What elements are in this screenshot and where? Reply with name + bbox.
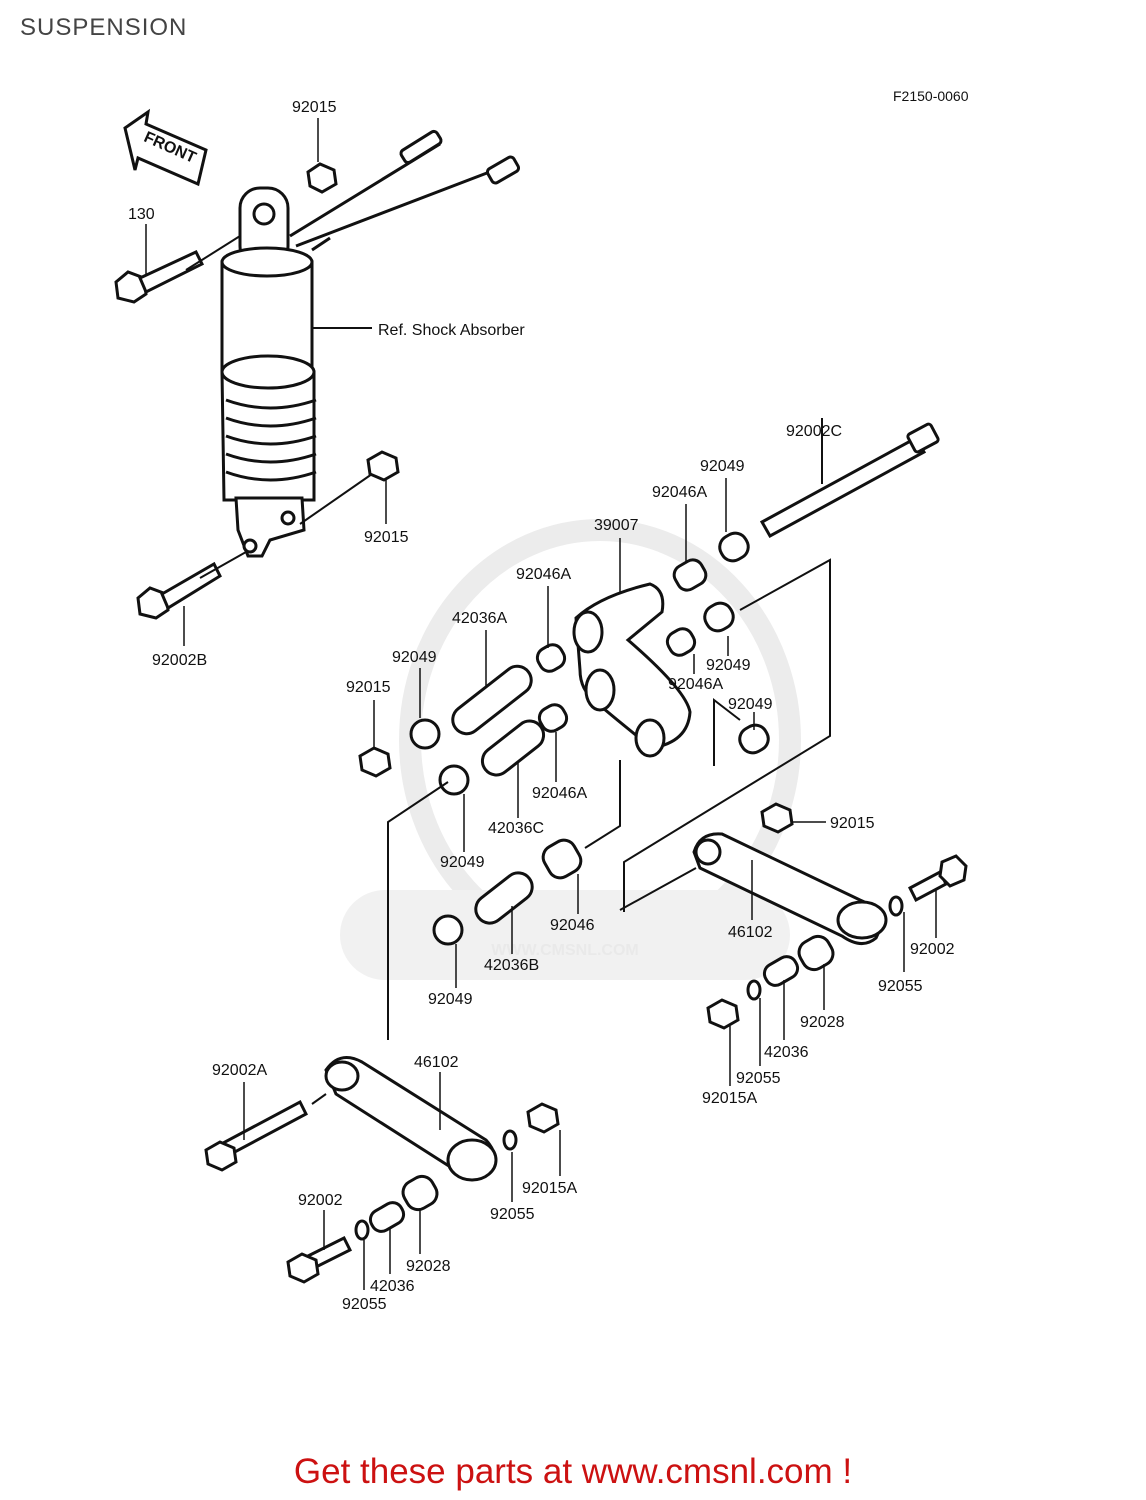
drawing-code: F2150-0060 [893, 88, 969, 104]
callout-92049-left: 92049 [392, 649, 437, 666]
callout-39007: 39007 [594, 517, 639, 534]
callout-46102-right: 46102 [728, 924, 773, 941]
callout-92055-right2: 92055 [736, 1070, 781, 1087]
page-title: SUSPENSION [20, 14, 188, 41]
callout-92049-low: 92049 [428, 991, 473, 1008]
callout-92055-left: 92055 [490, 1206, 535, 1223]
callout-92015-right: 92015 [830, 815, 875, 832]
callout-92046A-mid: 92046A [532, 785, 587, 802]
bolt-92002B-icon [136, 561, 222, 620]
callout-92002-left: 92002 [298, 1192, 343, 1209]
callout-92046A-left: 92046A [516, 566, 571, 583]
callout-92055-right: 92055 [878, 978, 923, 995]
callout-92015-top: 92015 [292, 99, 337, 116]
callout-42036-left: 42036 [370, 1278, 415, 1295]
callout-92015A-left: 92015A [522, 1180, 577, 1197]
assembly-guide-lines [185, 235, 831, 1105]
front-arrow-icon: FRONT [123, 108, 208, 187]
watermark-text: WWW.CMSNL.COM [491, 942, 639, 959]
nut-icons [306, 162, 794, 1134]
tie-rod-46102-left-icon [204, 1056, 498, 1284]
callout-42036C: 42036C [488, 820, 544, 837]
callout-92015-mid: 92015 [364, 529, 409, 546]
callout-92049-r2: 92049 [728, 696, 773, 713]
callout-92002-right: 92002 [910, 941, 955, 958]
callout-92046A-r1: 92046A [668, 676, 723, 693]
callout-92046A-top: 92046A [652, 484, 707, 501]
shock-absorber-icon [220, 129, 521, 558]
callout-92028-left: 92028 [406, 1258, 451, 1275]
bolt-130-icon [114, 250, 205, 304]
callout-92015A-right: 92015A [702, 1090, 757, 1107]
rocker-link-39007-icon [572, 582, 692, 758]
leader-lines [145, 118, 937, 1290]
bushing-icons [354, 531, 904, 1241]
callout-42036A: 42036A [452, 610, 507, 627]
callout-92002C: 92002C [786, 423, 842, 440]
callout-92002B: 92002B [152, 652, 207, 669]
callout-42036B: 42036B [484, 957, 539, 974]
callout-92055-bottom: 92055 [342, 1296, 387, 1313]
callouts: 92015 130 92015 92002B 92002C 92049 9204… [128, 99, 955, 1313]
callout-92015-left: 92015 [346, 679, 391, 696]
callout-46102-left: 46102 [414, 1054, 459, 1071]
long-bolt-92002C-icon [759, 422, 940, 539]
callout-42036-right: 42036 [764, 1044, 809, 1061]
callout-92046: 92046 [550, 917, 595, 934]
callout-92049-r1: 92049 [706, 657, 751, 674]
exploded-parts-diagram: WWW.CMSNL.COM FRONT Ref. Shock Absorber [114, 99, 968, 1313]
callout-92028-right: 92028 [800, 1014, 845, 1031]
footer-cta-link[interactable]: Get these parts at www.cmsnl.com ! [293, 1452, 853, 1491]
callout-92049-top: 92049 [700, 458, 745, 475]
callout-92049-mid: 92049 [440, 854, 485, 871]
watermark: WWW.CMSNL.COM [340, 519, 801, 980]
reference-label: Ref. Shock Absorber [378, 322, 525, 339]
callout-130: 130 [128, 206, 155, 223]
tie-rod-46102-right-icon [692, 832, 968, 945]
callout-92002A: 92002A [212, 1062, 267, 1079]
